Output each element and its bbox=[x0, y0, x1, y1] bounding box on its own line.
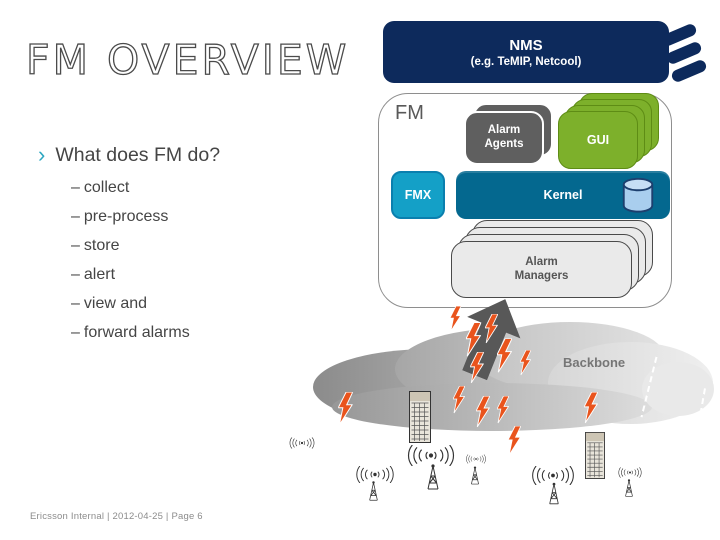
lightning-bolt-icon bbox=[520, 350, 531, 376]
radio-mast-icon bbox=[426, 463, 440, 491]
building-icon bbox=[584, 432, 606, 479]
lightning-bolt-icon bbox=[497, 338, 512, 374]
cloud-shape bbox=[332, 383, 652, 431]
database-icon bbox=[620, 176, 656, 214]
lightning-bolt-icon bbox=[450, 306, 461, 332]
building-icon bbox=[409, 390, 431, 444]
alarm-agents-box: Alarm Agents bbox=[464, 111, 544, 165]
alarm-agents-stack: Alarm Agents bbox=[464, 103, 553, 165]
nms-box: NMS (e.g. TeMIP, Netcool) bbox=[383, 21, 669, 83]
radio-mast-icon bbox=[624, 479, 634, 497]
alarm-managers-stack: Alarm Managers bbox=[451, 220, 653, 298]
alarm-managers-box: Alarm Managers bbox=[451, 241, 632, 298]
bullet-item: –forward alarms bbox=[71, 323, 190, 341]
bullet-item: –view and bbox=[71, 294, 148, 312]
lightning-bolt-icon bbox=[584, 392, 598, 424]
lightning-bolt-icon bbox=[338, 392, 353, 426]
radio-waves-icon bbox=[464, 454, 488, 464]
bullet-item: –collect bbox=[71, 178, 130, 196]
bullet-item: –store bbox=[71, 236, 120, 254]
bullet-item: –alert bbox=[71, 265, 116, 283]
gui-box: GUI bbox=[558, 111, 638, 169]
chevron-bullet-icon: › bbox=[38, 142, 46, 167]
bullet-heading-text: What does FM do? bbox=[55, 144, 221, 166]
radio-mast-icon bbox=[470, 466, 480, 485]
fm-container: FM Alarm Agents GUI FMX Kernel Alarm Man… bbox=[378, 93, 672, 308]
radio-mast-icon bbox=[548, 482, 560, 505]
lightning-bolt-icon bbox=[476, 396, 490, 428]
fmx-box: FMX bbox=[391, 171, 445, 219]
kernel-label: Kernel bbox=[543, 188, 583, 202]
nms-title: NMS bbox=[509, 36, 543, 54]
bullet-item: –pre-process bbox=[71, 207, 169, 225]
backbone-label: Backbone bbox=[563, 355, 626, 370]
radio-waves-icon bbox=[616, 467, 644, 478]
radio-waves-icon bbox=[287, 437, 317, 449]
lightning-bolt-icon bbox=[508, 426, 521, 456]
nms-subtitle: (e.g. TeMIP, Netcool) bbox=[470, 55, 582, 68]
kernel-box: Kernel bbox=[456, 171, 670, 219]
radio-mast-icon bbox=[368, 481, 379, 501]
lightning-bolt-icon bbox=[453, 386, 465, 414]
bullet-list: –collect –pre-process –store –alert –view an… bbox=[71, 173, 190, 347]
gui-stack: GUI bbox=[558, 93, 659, 169]
lightning-bolt-icon bbox=[470, 352, 484, 384]
footer-text: Ericsson Internal | 2012-04-25 | Page 6 bbox=[30, 511, 203, 522]
lightning-bolt-icon bbox=[497, 396, 509, 424]
page-title: FM OVERVIEW bbox=[25, 35, 350, 84]
bullet-heading: › What does FM do? bbox=[38, 144, 220, 167]
fm-label: FM bbox=[395, 102, 424, 124]
